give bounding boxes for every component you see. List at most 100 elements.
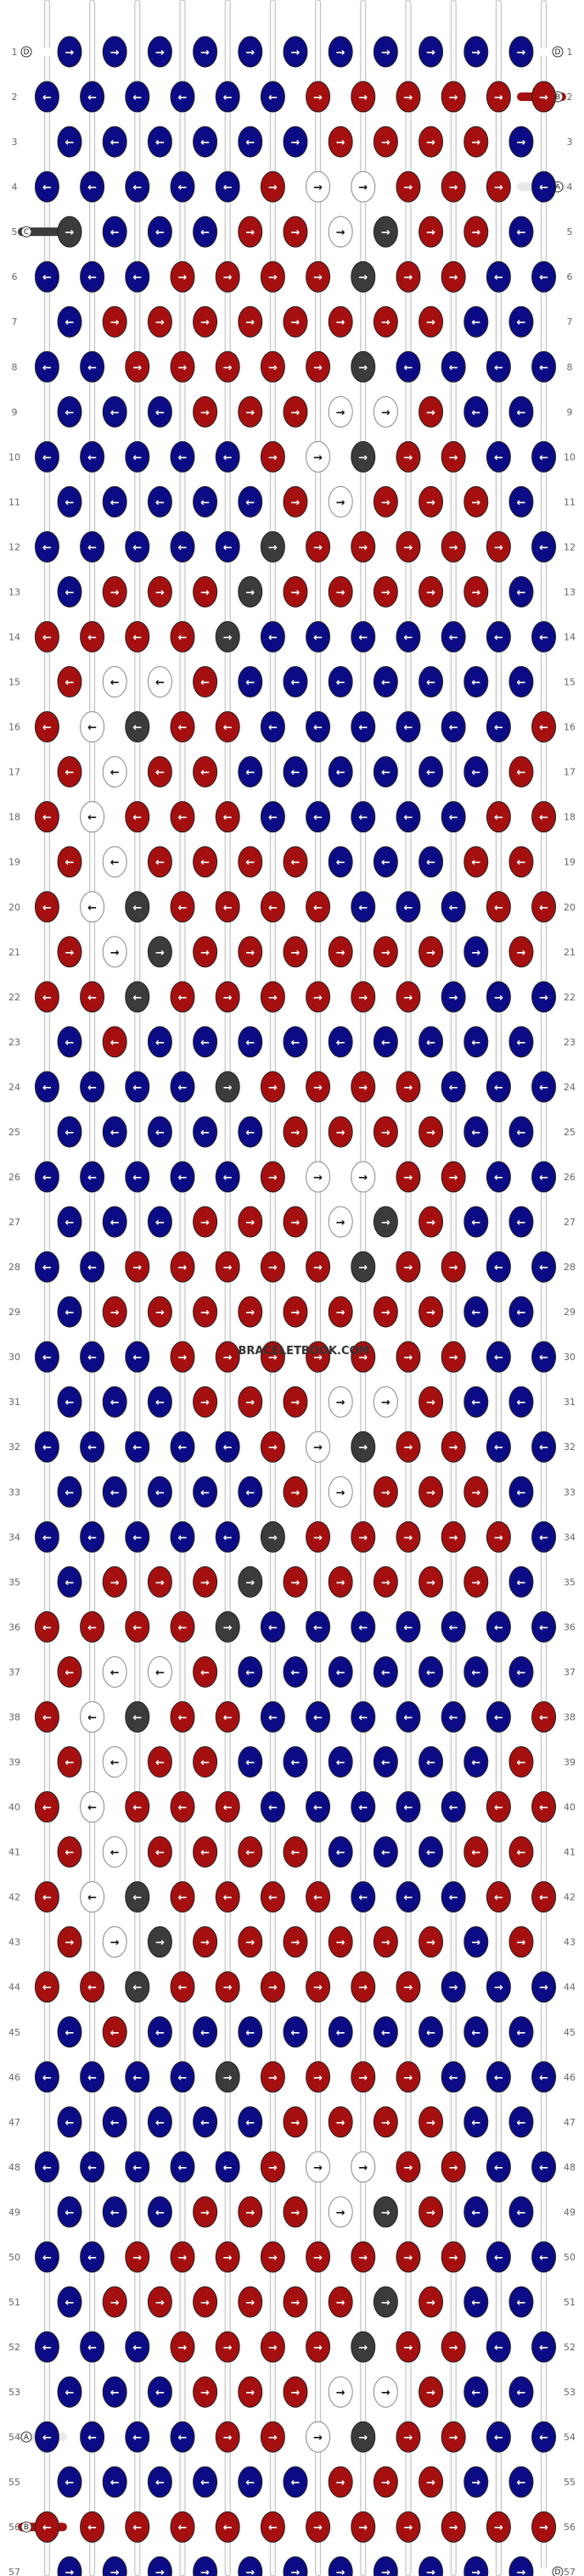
knot-node (260, 2421, 285, 2453)
arrow-right-icon: → (381, 137, 390, 149)
knot: → (147, 305, 172, 338)
knot: → (373, 1296, 398, 1328)
row-label-left: 39 (8, 1757, 20, 1768)
knot-node (170, 1161, 195, 1193)
knot: ← (441, 1610, 466, 1643)
arrow-right-icon: → (449, 541, 458, 554)
arrow-left-icon: ← (539, 902, 548, 915)
arrow-left-icon: ← (87, 1442, 97, 1454)
row-label-right: 52 (564, 2342, 576, 2353)
knot: ← (486, 2331, 511, 2363)
knot-node (57, 756, 82, 788)
knot-node (102, 485, 127, 518)
knot-node (441, 2241, 466, 2273)
knot-node (418, 1926, 444, 1958)
knot-node (463, 1116, 489, 1148)
arrow-right-icon: → (358, 1442, 368, 1454)
knot-node (57, 936, 82, 968)
arrow-right-icon: → (358, 992, 368, 1005)
arrow-left-icon: ← (87, 1802, 97, 1815)
knot-node (57, 1296, 82, 1328)
knot-node (328, 2556, 353, 2576)
knot: ← (147, 485, 172, 518)
knot-node (441, 171, 466, 203)
knot: ← (351, 801, 376, 833)
arrow-left-icon: ← (42, 632, 52, 645)
knot-node (306, 1610, 331, 1643)
knot-node (351, 1431, 376, 1463)
knot: → (170, 350, 195, 383)
arrow-right-icon: → (358, 1982, 368, 1995)
arrow-right-icon: → (358, 272, 368, 284)
knot: → (418, 305, 444, 338)
knot-node (441, 1971, 466, 2003)
knot-node (441, 1341, 466, 1373)
arrow-left-icon: ← (517, 316, 526, 329)
knot-node (215, 1881, 240, 1913)
knot: → (193, 2556, 218, 2576)
arrow-right-icon: → (291, 2207, 300, 2220)
arrow-left-icon: ← (449, 1892, 458, 1905)
knot-node (102, 1476, 127, 1508)
knot: ← (508, 2286, 534, 2318)
arrow-left-icon: ← (200, 2117, 210, 2130)
arrow-right-icon: → (178, 272, 188, 284)
knot: ← (441, 1071, 466, 1103)
knot-node (238, 485, 263, 518)
knot: → (283, 936, 308, 968)
knot: → (486, 1520, 511, 1553)
row-label-left: 35 (8, 1576, 20, 1588)
knot-node (531, 1341, 557, 1373)
knot: → (418, 2556, 444, 2576)
knot: ← (170, 1520, 195, 1553)
knot: ← (463, 1655, 489, 1688)
knot-node (102, 2106, 127, 2138)
knot-node (463, 756, 489, 788)
knot: ← (531, 350, 557, 383)
arrow-left-icon: ← (65, 1487, 75, 1499)
knot: ← (508, 756, 534, 788)
knot: ← (238, 485, 263, 518)
knot: ← (57, 1476, 82, 1508)
row-label-left: 29 (8, 1307, 20, 1318)
knot-node (260, 1431, 285, 1463)
arrow-left-icon: ← (155, 1397, 165, 1409)
row-label-right: 28 (564, 1262, 576, 1273)
arrow-right-icon: → (110, 1576, 120, 1589)
arrow-left-icon: ← (494, 632, 503, 645)
knot-node (125, 171, 150, 203)
knot: → (441, 1341, 466, 1373)
knot-node (147, 126, 172, 158)
knot-node (57, 216, 82, 248)
knot: → (215, 621, 240, 653)
arrow-right-icon: → (178, 361, 188, 374)
knot: → (463, 2556, 489, 2576)
knot: ← (80, 1971, 105, 2003)
knot-node (306, 2331, 331, 2363)
arrow-left-icon: ← (291, 857, 300, 870)
knot-node (486, 621, 511, 653)
arrow-left-icon: ← (65, 767, 75, 780)
arrow-right-icon: → (313, 182, 323, 194)
arrow-right-icon: → (471, 496, 480, 509)
knot: ← (170, 1071, 195, 1103)
knot: ← (193, 1655, 218, 1688)
knot-node (80, 1881, 105, 1913)
knot: ← (508, 1746, 534, 1778)
knot: ← (463, 666, 489, 698)
arrow-left-icon: ← (291, 677, 300, 690)
row-label-left: 46 (8, 2072, 20, 2083)
arrow-right-icon: → (200, 2567, 210, 2576)
knot: ← (283, 1836, 308, 1868)
knot-node (57, 305, 82, 338)
knot: ← (170, 621, 195, 653)
arrow-left-icon: ← (132, 1802, 142, 1815)
knot: ← (125, 1161, 150, 1193)
arrow-right-icon: → (223, 2072, 233, 2085)
knot: ← (531, 891, 557, 923)
knot-node (125, 1881, 150, 1913)
arrow-right-icon: → (291, 406, 300, 419)
arrow-left-icon: ← (471, 1037, 480, 1050)
arrow-right-icon: → (336, 406, 345, 419)
knot-node (486, 1251, 511, 1283)
